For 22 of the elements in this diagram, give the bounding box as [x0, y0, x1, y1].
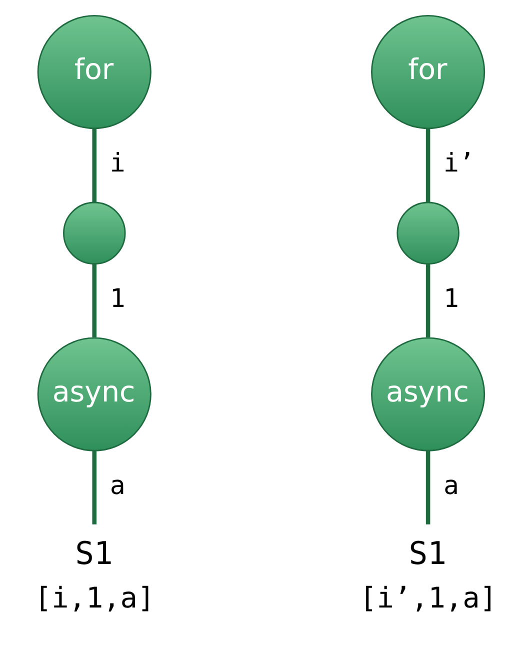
edge-label: 1	[444, 284, 459, 314]
node-circle	[63, 202, 126, 265]
connector	[426, 264, 430, 338]
connector	[426, 450, 430, 524]
node-circle: for	[37, 15, 152, 130]
edge-label: i	[110, 148, 126, 179]
connector	[92, 450, 97, 524]
node-circle	[396, 202, 460, 265]
node-circle: async	[371, 337, 486, 452]
connector	[92, 128, 97, 202]
node-text: S1	[75, 536, 113, 572]
node-label: [i’,1,a]	[360, 581, 497, 614]
node-text: S1	[408, 536, 447, 572]
node-circle: for	[371, 15, 486, 130]
node-circle: async	[37, 337, 152, 452]
connector	[92, 264, 97, 338]
edge-label: i’	[444, 148, 474, 179]
connector	[426, 128, 430, 202]
edge-label: a	[110, 470, 126, 501]
node-label: [i,1,a]	[34, 581, 155, 614]
edge-label: 1	[110, 284, 126, 314]
edge-label: a	[444, 470, 459, 501]
